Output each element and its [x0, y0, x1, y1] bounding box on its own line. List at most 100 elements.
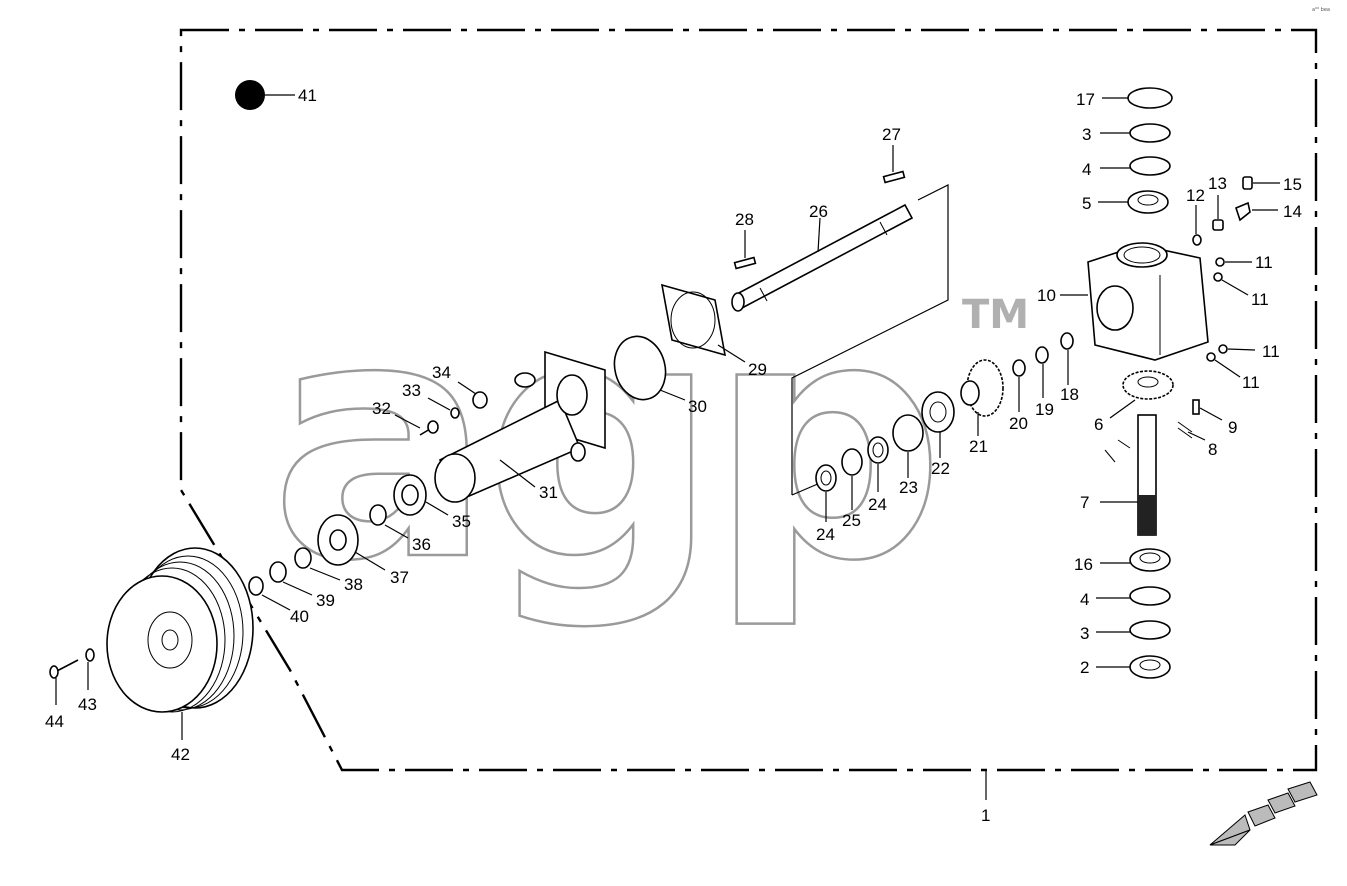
callout-11-b: 11	[1251, 290, 1269, 309]
callout-6: 6	[1094, 415, 1103, 434]
watermark: agp TM	[269, 248, 1029, 635]
part-9-key	[1192, 399, 1200, 415]
part-21-bevel-gear	[960, 359, 1004, 436]
part-11-plug-b	[1213, 272, 1223, 282]
callout-11-a: 11	[1255, 253, 1273, 272]
callout-4-bottom: 4	[1080, 590, 1089, 609]
callout-23: 23	[899, 478, 918, 497]
callout-labels: 41 27 28 26 17 3 4 5 12 13 15 14 11 11 1…	[45, 86, 1302, 825]
callout-28: 28	[735, 210, 754, 229]
callout-3-bottom: 3	[1080, 624, 1089, 643]
part-3-circlip-bottom	[1129, 620, 1171, 640]
callout-27: 27	[882, 125, 901, 144]
callout-3-top: 3	[1082, 125, 1091, 144]
part-24-seal	[815, 464, 837, 522]
callout-38: 38	[344, 575, 363, 594]
callout-9: 9	[1228, 418, 1237, 437]
callout-20: 20	[1009, 414, 1028, 433]
part-3-circlip-top	[1129, 123, 1171, 143]
part-8-key	[1177, 421, 1206, 441]
part-41-marker	[235, 80, 265, 110]
part-22-bearing	[921, 391, 955, 458]
callout-29: 29	[748, 360, 767, 379]
part-35-bearing	[393, 474, 449, 516]
watermark-text: agp	[270, 249, 935, 633]
part-30-o-ring	[613, 335, 667, 401]
callout-22: 22	[931, 459, 950, 478]
callout-41: 41	[298, 86, 317, 105]
watermark-tm: TM	[962, 292, 1029, 338]
part-23-ring	[892, 414, 924, 452]
part-27-key	[882, 170, 906, 184]
part-12-ring	[1192, 234, 1202, 246]
callout-31: 31	[539, 483, 558, 502]
callout-18: 18	[1060, 385, 1079, 404]
callout-12: 12	[1186, 186, 1205, 205]
part-25-ring	[841, 448, 863, 476]
part-29-gasket	[660, 283, 746, 363]
part-24-seal-2	[867, 436, 889, 492]
part-2-bearing	[1096, 655, 1171, 679]
part-42-pulley	[106, 547, 254, 740]
callout-25: 25	[842, 511, 861, 530]
part-18-ring	[1060, 332, 1074, 350]
part-43-washer	[85, 648, 95, 662]
part-32-bolt	[394, 414, 439, 436]
part-5-bearing-top	[1098, 190, 1169, 214]
part-31-tube-housing	[434, 350, 606, 503]
part-36-ring	[369, 504, 387, 526]
callout-15: 15	[1283, 175, 1302, 194]
callout-7: 7	[1080, 493, 1089, 512]
callout-13: 13	[1208, 174, 1227, 193]
part-16-bearing	[1100, 548, 1171, 572]
callout-19: 19	[1035, 400, 1054, 419]
part-26-shaft	[731, 203, 914, 312]
part-11-plug-a	[1215, 257, 1225, 267]
callout-8: 8	[1208, 440, 1217, 459]
part-15-nipple	[1242, 176, 1253, 190]
part-44-bolt	[49, 659, 79, 705]
callout-43: 43	[78, 695, 97, 714]
callout-44: 44	[45, 712, 64, 731]
callout-11-d: 11	[1242, 373, 1260, 392]
corner-code: a⁰⁰ bea	[1312, 7, 1330, 13]
callout-14: 14	[1283, 202, 1302, 221]
part-39-ring	[269, 561, 287, 583]
part-6-pinion-gear	[1109, 370, 1174, 419]
direction-arrow-icon	[1209, 781, 1318, 846]
callout-39: 39	[316, 591, 335, 610]
part-17-ring	[1127, 87, 1173, 109]
callout-2: 2	[1080, 658, 1089, 677]
callout-24-b: 24	[868, 495, 887, 514]
callout-36: 36	[412, 535, 431, 554]
callout-1: 1	[981, 806, 990, 825]
part-7-shaft	[1100, 414, 1157, 536]
part-10-gearbox-housing	[1060, 242, 1209, 361]
part-14-elbow	[1235, 201, 1251, 222]
part-38-ring	[294, 547, 312, 569]
callout-10: 10	[1037, 286, 1056, 305]
callout-4-top: 4	[1082, 160, 1091, 179]
callout-40: 40	[290, 607, 309, 626]
part-11-plug-d	[1206, 352, 1216, 362]
callout-24-a: 24	[816, 525, 835, 544]
callout-11-c: 11	[1262, 342, 1280, 361]
part-28-key	[733, 256, 757, 270]
part-20-ring	[1012, 359, 1026, 377]
callout-34: 34	[432, 363, 451, 382]
callout-42: 42	[171, 745, 190, 764]
part-4-ring-bottom	[1129, 586, 1171, 606]
part-33-washer	[450, 407, 460, 419]
callout-37: 37	[390, 568, 409, 587]
part-13-plug	[1212, 219, 1224, 231]
part-11-plug-c	[1218, 344, 1228, 354]
callout-17: 17	[1076, 90, 1095, 109]
callout-32: 32	[372, 399, 391, 418]
callout-35: 35	[452, 512, 471, 531]
callout-30: 30	[688, 397, 707, 416]
callout-33: 33	[402, 381, 421, 400]
assembly-boundary	[179, 28, 1318, 772]
callout-16: 16	[1074, 555, 1093, 574]
part-37-flange	[317, 514, 386, 571]
